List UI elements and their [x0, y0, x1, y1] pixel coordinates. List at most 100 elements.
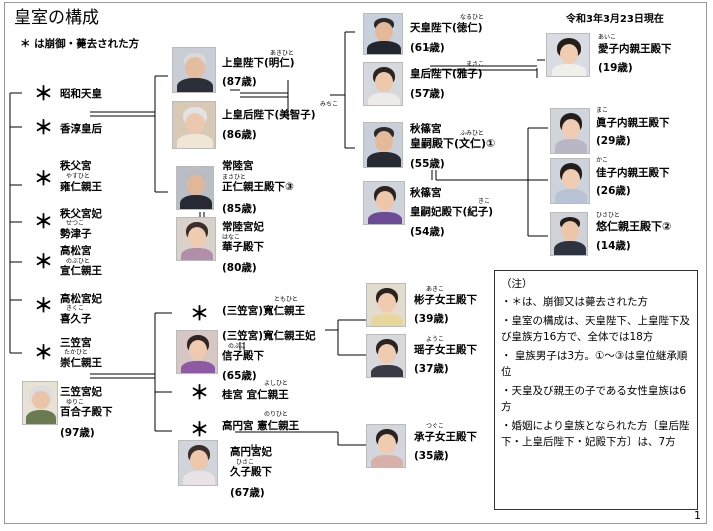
photo-hitachi [176, 166, 214, 210]
person-kiko-ruby: きこ [478, 198, 491, 205]
person-michiko-ruby: みちこ [320, 101, 339, 108]
person-masako-ruby: まさこ [466, 61, 485, 68]
person-nobuko-age: (65歳) [222, 370, 257, 382]
person-hisako-title: 高円宮妃 [230, 446, 272, 458]
person-masako-name: 皇后陛下(雅子) [410, 68, 483, 80]
notes-box: （注） ・＊は、崩御又は薨去された方・皇室の構成は、天皇陛下、上皇陛下及び皇族方… [494, 270, 698, 510]
person-tsuguko-ruby: つぐこ [426, 423, 445, 430]
deceased-mark: ＊ [34, 83, 54, 105]
person-aiko-age: (19歳) [598, 62, 633, 74]
person-akiko-ruby: あきこ [426, 286, 445, 293]
person-mako-name: 眞子内親王殿下 [596, 117, 670, 129]
photo-akishino [363, 122, 403, 168]
person-chichibu-title: 秩父宮 [60, 160, 92, 172]
photo-masako [363, 62, 403, 106]
asterisk-legend: ＊ は崩御・薨去された方 [20, 38, 140, 50]
person-takamatsu-name: 宣仁親王 [60, 265, 102, 277]
person-takamatsu-wife-ruby: きくこ [66, 305, 85, 312]
photo-tsuguko [366, 424, 406, 468]
person-akihito-name: 上皇陛下(明仁) [222, 57, 295, 69]
person-mako-ruby: まこ [596, 107, 609, 114]
person-yoko-age: (37歳) [414, 363, 449, 375]
person-yoko-ruby: ようこ [426, 336, 445, 343]
person-tomohito-ruby: ともひと [274, 296, 298, 303]
person-showa: 昭和天皇 [60, 88, 102, 100]
person-nobuko-name: 信子殿下 [222, 350, 264, 362]
page-title: 皇室の構成 [14, 8, 99, 28]
person-nobuko-ruby: のぶこ [228, 343, 247, 350]
person-hisahito-ruby: ひさひと [596, 212, 620, 219]
photo-kako [550, 158, 590, 204]
person-yoshihito-ruby: よしひと [264, 380, 288, 387]
person-mikasa-ruby: たかひと [64, 349, 88, 356]
photo-hisahito [550, 212, 588, 256]
person-chichibu-wife-name: 勢津子 [60, 228, 92, 240]
person-mikasa-wife-name: 百合子殿下 [60, 406, 113, 418]
note-item: ・皇室の構成は、天皇陛下、上皇陛下及び皇族方16方で、全体では18方 [501, 315, 690, 343]
slide-frame [4, 2, 707, 524]
person-akishino-ruby: ふみひと [460, 130, 484, 137]
deceased-mark: ＊ [190, 303, 210, 325]
person-kako-name: 佳子内親王殿下 [596, 167, 670, 179]
person-hisahito-age: (14歳) [596, 240, 631, 252]
person-yoko-name: 瑶子女王殿下 [414, 344, 477, 356]
note-item: ・ 皇族男子は3方。①～③は皇位継承順位 [501, 350, 688, 378]
person-hitachi-name: 正仁親王殿下③ [222, 181, 294, 193]
person-naruhito-name: 天皇陛下(徳仁) [410, 22, 483, 34]
person-kako-age: (26歳) [596, 185, 631, 197]
notes-title: （注） [501, 278, 533, 290]
photo-michiko [172, 101, 216, 149]
deceased-mark: ＊ [34, 211, 54, 233]
person-chichibu-wife-title: 秩父宮妃 [60, 208, 102, 220]
person-akihito-ruby: あきひと [270, 50, 294, 57]
photo-yoko [366, 334, 406, 378]
person-takamatsu-title: 高松宮 [60, 245, 92, 257]
note-item: ・＊は、崩御又は薨去された方 [501, 296, 648, 308]
person-mikasa-name: 崇仁親王 [60, 357, 102, 369]
photo-hanako [176, 217, 216, 261]
person-akihito-age: (87歳) [222, 76, 257, 88]
person-takamatsu-wife-title: 高松宮妃 [60, 293, 102, 305]
person-mikasa-wife-ruby: ゆりこ [66, 399, 85, 406]
deceased-mark: ＊ [34, 251, 54, 273]
person-mikasa-title: 三笠宮 [60, 337, 92, 349]
person-mikasa-wife-age: (97歳) [60, 427, 95, 439]
as-of-date: 令和3年3月23日現在 [566, 14, 664, 25]
person-akiko-age: (39歳) [414, 313, 449, 325]
photo-kiko [363, 181, 405, 225]
deceased-mark: ＊ [34, 168, 54, 190]
person-hisahito-name: 悠仁親王殿下② [596, 220, 672, 233]
person-takamatsu-ruby: のぶひと [66, 258, 90, 265]
deceased-mark: ＊ [190, 419, 210, 441]
person-norihito-ruby: のりひと [264, 411, 288, 418]
photo-mako [550, 108, 590, 154]
deceased-mark: ＊ [34, 117, 54, 139]
person-hitachi-ruby: まさひと [222, 174, 246, 181]
photo-akiko [366, 283, 406, 327]
person-akishino-name: 皇嗣殿下(文仁)① [410, 137, 496, 150]
person-naruhito-age: (61歳) [410, 42, 445, 54]
person-kiko-age: (54歳) [410, 226, 445, 238]
photo-naruhito [363, 13, 403, 55]
person-akishino-age: (55歳) [410, 158, 445, 170]
person-hanako-name: 華子殿下 [222, 241, 264, 253]
photo-hisako [178, 440, 218, 486]
note-item: ・婚姻により皇族となられた方〔皇后陛下・上皇后陛下・妃殿下方〕は、7方 [501, 420, 690, 448]
person-tsuguko-name: 承子女王殿下 [414, 431, 477, 443]
person-kako-ruby: かこ [596, 157, 609, 164]
person-michiko-age: (86歳) [222, 129, 257, 141]
note-item: ・天皇及び親王の子である女性皇族は6方 [501, 385, 687, 413]
person-mikasa-wife-title: 三笠宮妃 [60, 386, 102, 398]
person-yoshihito-name: 桂宮 宜仁親王 [222, 389, 289, 401]
person-hitachi-age: (85歳) [222, 203, 257, 215]
person-masako-age: (57歳) [410, 88, 445, 100]
deceased-mark: ＊ [34, 342, 54, 364]
person-aiko-ruby: あいこ [598, 34, 617, 41]
person-naruhito-ruby: なるひと [460, 14, 484, 21]
photo-nobuko [176, 330, 218, 374]
person-hisako-age: (67歳) [230, 487, 265, 499]
person-kiko-name: 皇嗣妃殿下(紀子) [410, 206, 494, 218]
person-tsuguko-age: (35歳) [414, 450, 449, 462]
person-hisako-ruby: ひさこ [236, 459, 255, 466]
person-aiko-name: 愛子内親王殿下 [598, 43, 672, 55]
